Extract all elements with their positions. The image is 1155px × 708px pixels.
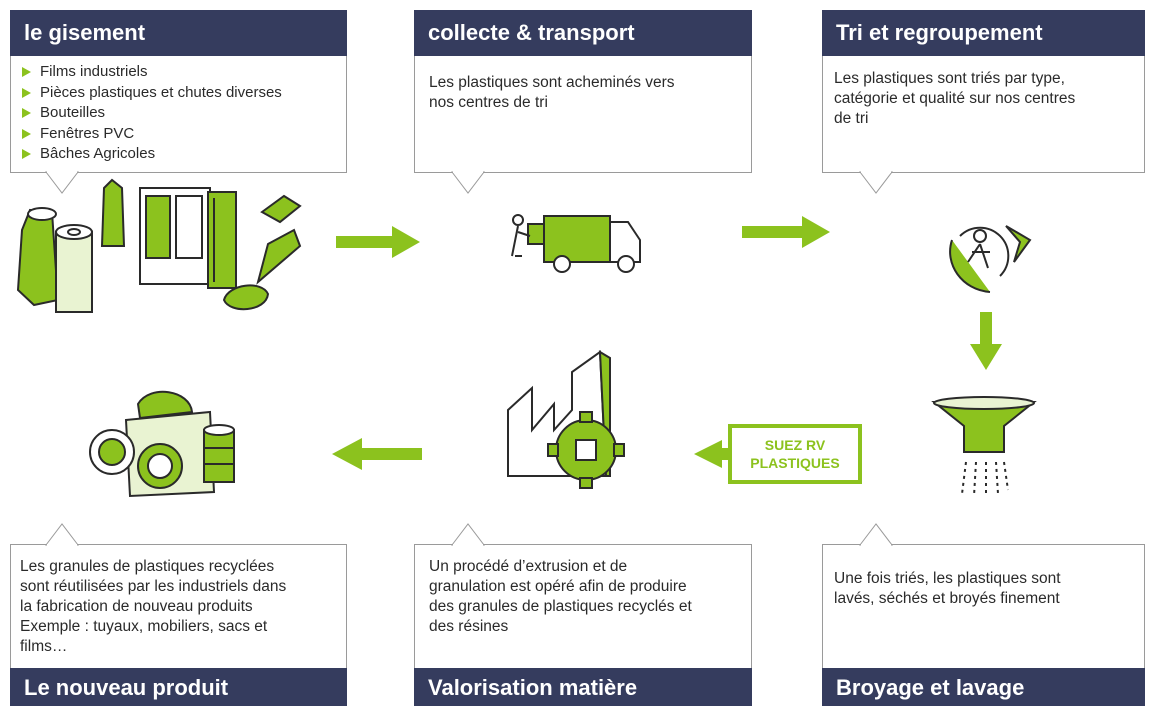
bubble-pointer-broyage bbox=[858, 523, 894, 546]
bullet-icon bbox=[22, 149, 31, 159]
valorisation-box bbox=[414, 544, 752, 668]
tri-title: Tri et regroupement bbox=[836, 20, 1043, 45]
gisement-header: le gisement bbox=[10, 10, 347, 56]
collecte-box bbox=[414, 56, 752, 173]
funnel-icon bbox=[931, 396, 1037, 497]
bullet-icon bbox=[22, 128, 31, 139]
recycle-icon bbox=[949, 225, 1032, 293]
gisement-item: Bouteilles bbox=[20, 103, 282, 124]
gisement-item: Fenêtres PVC bbox=[20, 124, 282, 145]
produit-title: Le nouveau produit bbox=[24, 675, 229, 700]
arrow-down bbox=[970, 312, 1002, 370]
valorisation-title: Valorisation matière bbox=[428, 675, 638, 700]
valorisation-header: Valorisation matière bbox=[414, 668, 752, 706]
gisement-box bbox=[10, 56, 347, 173]
collecte-title: collecte & transport bbox=[428, 20, 635, 45]
gisement-list: Films industriels Pièces plastiques et c… bbox=[20, 62, 282, 165]
gisement-item: Pièces plastiques et chutes diverses bbox=[20, 83, 282, 104]
bubble-pointer-valorisation bbox=[450, 523, 486, 546]
raw-materials-illustration bbox=[16, 178, 302, 313]
bubble-pointer-gisement bbox=[44, 171, 80, 194]
produit-header: Le nouveau produit bbox=[10, 668, 347, 706]
bubble-pointer-tri bbox=[858, 171, 894, 194]
collecte-text: Les plastiques sont acheminés vers nos c… bbox=[429, 74, 675, 111]
gisement-item: Bâches Agricoles bbox=[20, 144, 282, 165]
arrow-right-1 bbox=[336, 226, 420, 258]
produit-text: Les granules de plastiques recyclées son… bbox=[20, 558, 287, 655]
bullet-icon bbox=[22, 67, 31, 77]
collecte-header: collecte & transport bbox=[414, 10, 752, 56]
bullet-icon bbox=[22, 87, 31, 98]
produit-box bbox=[10, 544, 347, 668]
suez-badge: SUEZ RV PLASTIQUES bbox=[728, 424, 862, 484]
bubble-pointer-produit bbox=[44, 523, 80, 546]
factory-gear-icon bbox=[507, 350, 625, 489]
gisement-item: Films industriels bbox=[20, 62, 282, 83]
broyage-header: Broyage et lavage bbox=[822, 668, 1145, 706]
valorisation-text: Un procédé d’extrusion et de granulation… bbox=[429, 558, 692, 635]
tri-box bbox=[822, 56, 1145, 173]
broyage-title: Broyage et lavage bbox=[836, 675, 1025, 700]
broyage-text: Une fois triés, les plastiques sont lavé… bbox=[834, 570, 1061, 607]
arrow-left-1 bbox=[694, 440, 732, 468]
bubble-pointer-collecte bbox=[450, 171, 486, 194]
arrow-right-2 bbox=[742, 216, 830, 248]
new-products-illustration bbox=[89, 390, 235, 498]
broyage-box bbox=[822, 544, 1145, 668]
truck-icon bbox=[511, 214, 641, 273]
tri-text: Les plastiques sont triés par type, caté… bbox=[834, 70, 1076, 127]
arrow-left-2 bbox=[332, 438, 422, 470]
tri-header: Tri et regroupement bbox=[822, 10, 1145, 56]
gisement-title: le gisement bbox=[24, 20, 146, 45]
bullet-icon bbox=[22, 108, 31, 118]
